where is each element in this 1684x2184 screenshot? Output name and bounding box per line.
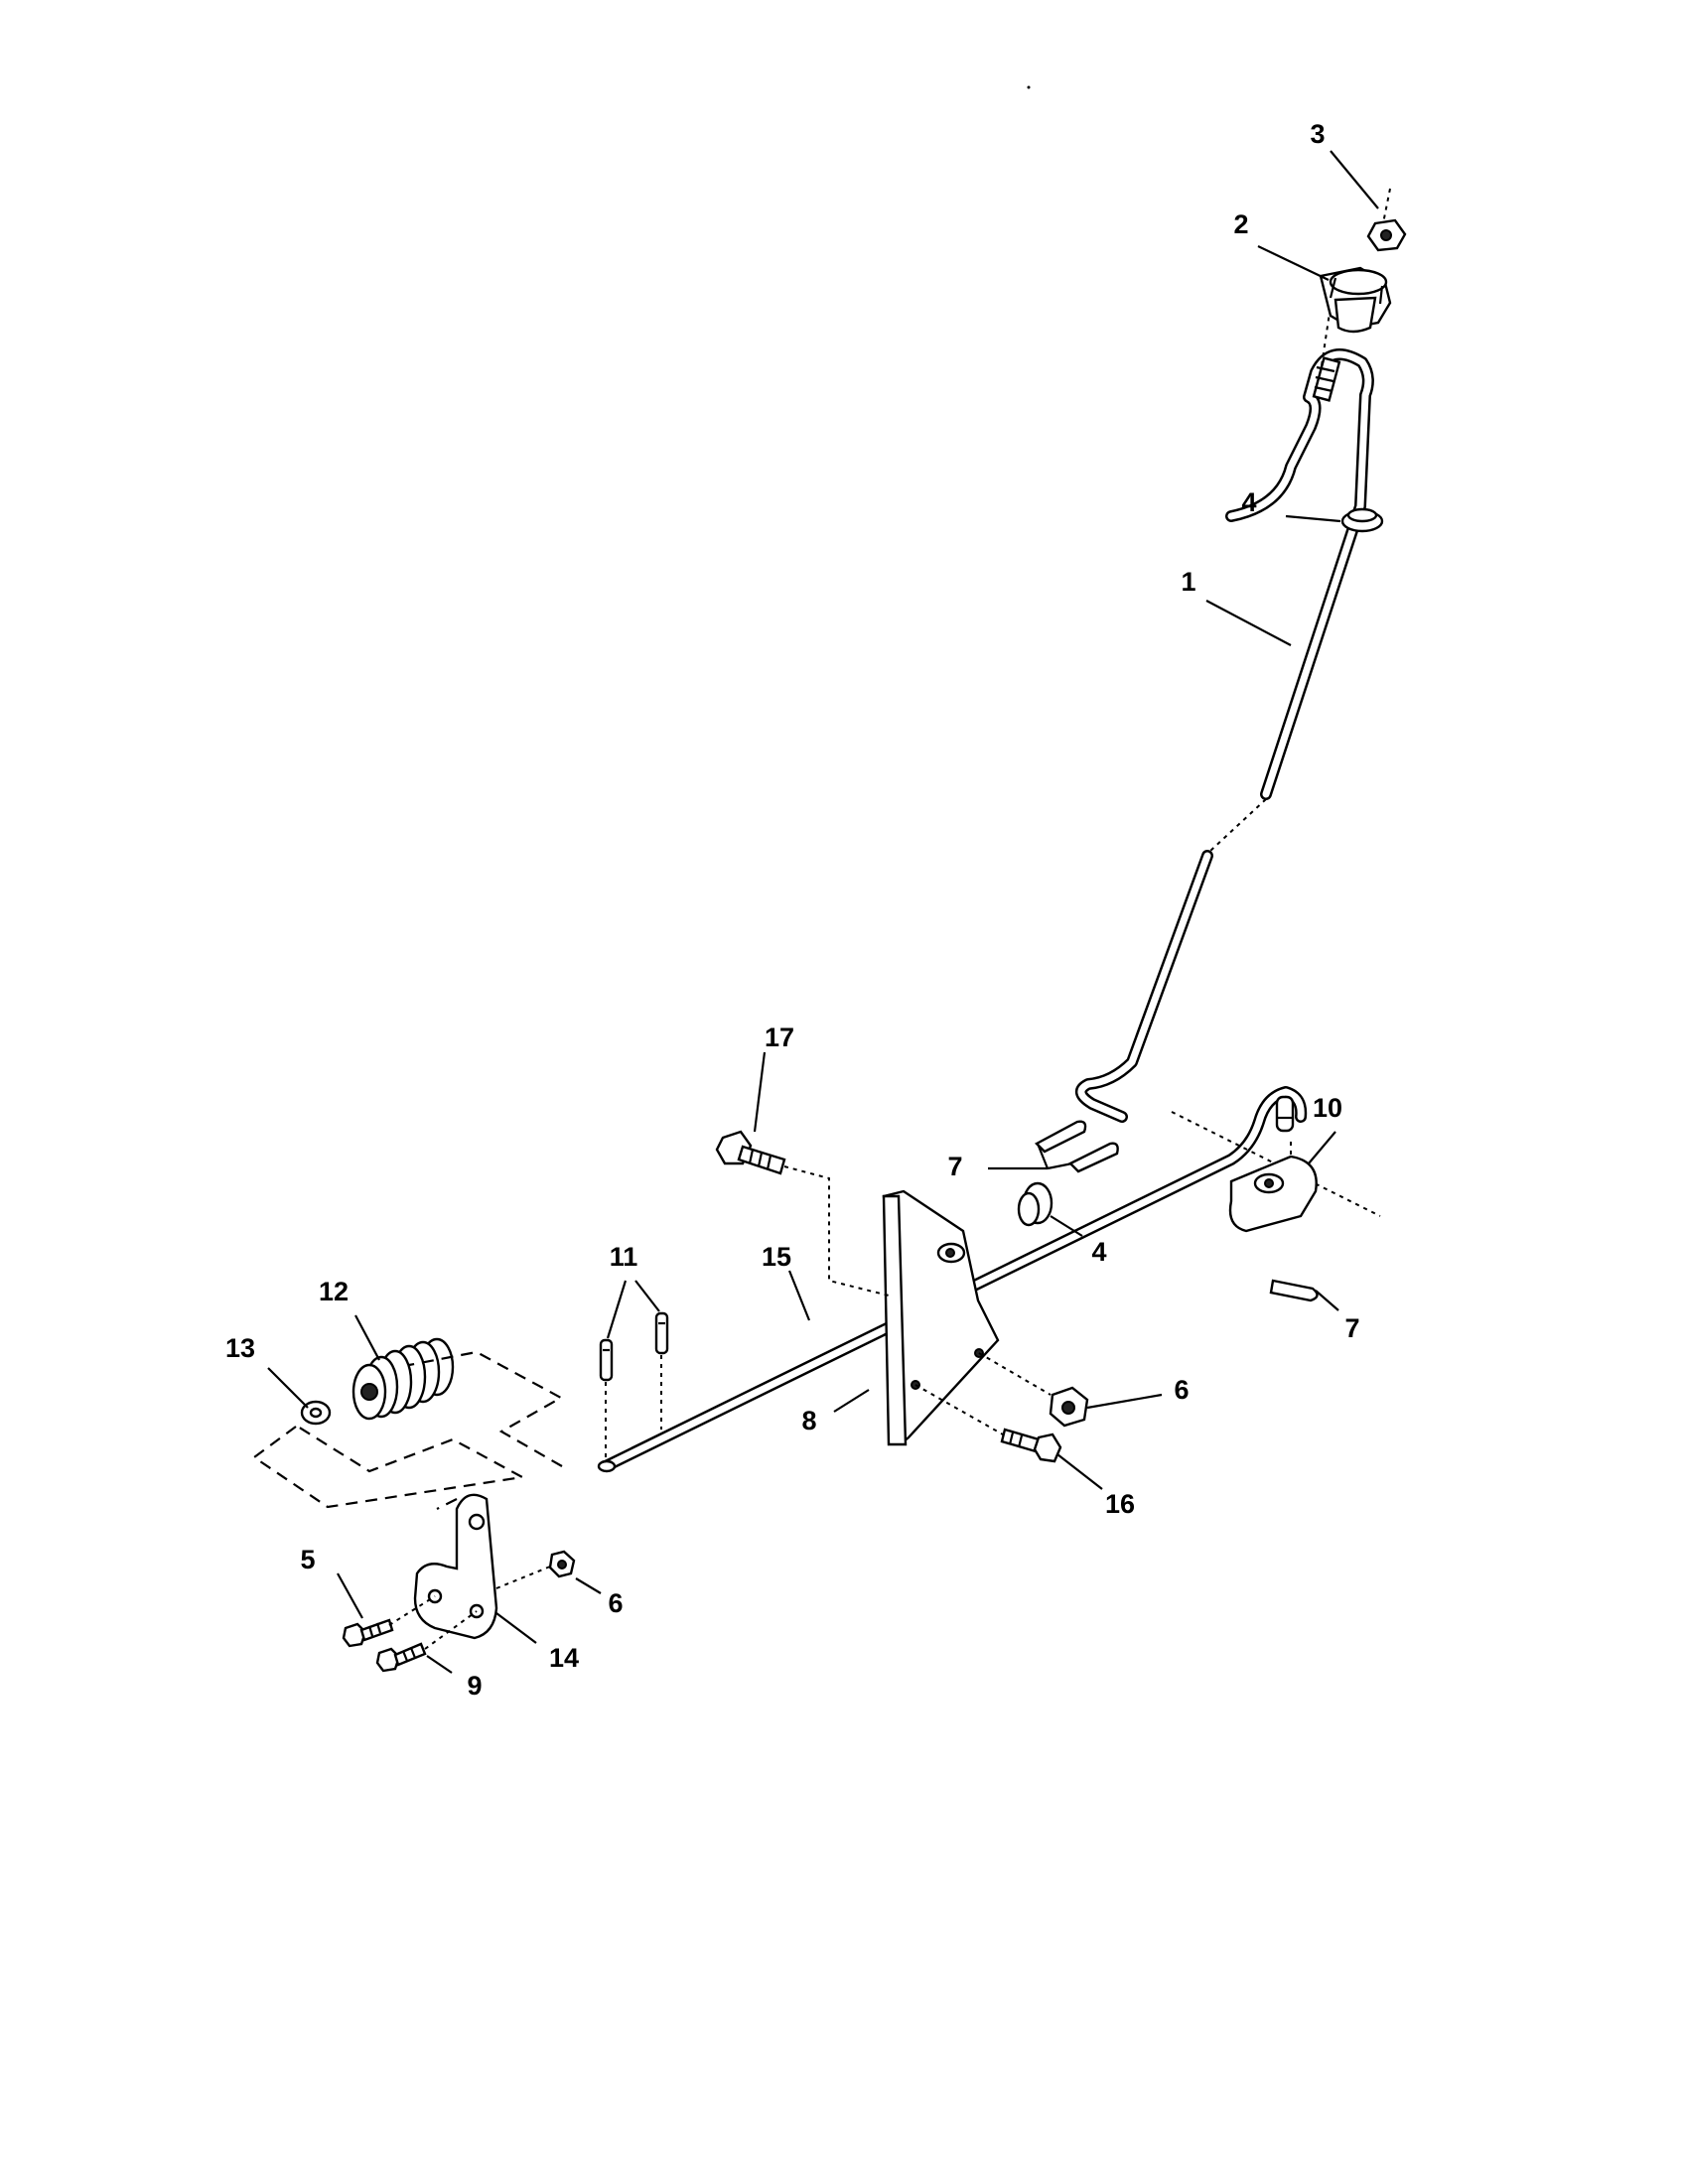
callout-12: 13: [225, 1333, 255, 1363]
callout-15: 15: [762, 1242, 791, 1272]
callout-4-lower: 4: [1091, 1237, 1106, 1267]
bolt5-guide-line: [388, 1595, 436, 1626]
callout-7-upper: 7: [947, 1152, 962, 1181]
callout-1: 1: [1181, 567, 1195, 597]
bolt-part-16: [1000, 1428, 1062, 1463]
callout-11: 12: [319, 1277, 349, 1306]
cotter-pin-upper-b: [1067, 1142, 1119, 1173]
plate-part-14: [413, 1493, 498, 1640]
pivot-block-part-8: [1228, 1155, 1318, 1233]
control-rod-upper: [1225, 348, 1374, 800]
shaft-part-15: [597, 1086, 1308, 1473]
nut-part-6-right: [1049, 1386, 1089, 1428]
grommet-upper-part-4: [1340, 507, 1384, 533]
spring-shaft-dash-outline: [408, 1350, 564, 1467]
threaded-rod-end: [1312, 356, 1341, 402]
callout-6-right: 6: [1174, 1375, 1189, 1405]
roll-pin-part-10-a: [599, 1338, 614, 1382]
washer-part-12: [300, 1400, 332, 1426]
bolt16-guide-line: [914, 1384, 1004, 1435]
spring-part-11: [351, 1337, 455, 1421]
callout-5: 5: [300, 1545, 315, 1574]
bolt-part-5: [342, 1618, 394, 1648]
clevis-pin: [1275, 1095, 1295, 1133]
nut-part-6-left: [548, 1550, 576, 1578]
rod-break-line: [1208, 798, 1267, 853]
callout-8: 10: [1313, 1093, 1342, 1123]
cotter-pin-lower: [1269, 1279, 1319, 1302]
bolt13-guide-line: [424, 1610, 478, 1650]
callout-4-upper: 4: [1241, 487, 1256, 517]
stray-dot: [1027, 85, 1031, 89]
bolt-part-17: [715, 1130, 786, 1175]
leader-lines: [267, 150, 1379, 1674]
bolt17-guide-line: [783, 1165, 890, 1297]
callout-16: 16: [1105, 1489, 1135, 1519]
plate-dash-outline: [252, 1426, 526, 1509]
callout-7-lower: 7: [1344, 1313, 1359, 1343]
cotter-pin-upper-a: [1035, 1120, 1087, 1154]
callout-17: 17: [765, 1023, 794, 1052]
callout-2: 2: [1233, 209, 1248, 239]
callout-14: 14: [549, 1643, 579, 1673]
bracket-part-9: [882, 1189, 1000, 1446]
grommet-lower-part-4: [1017, 1181, 1053, 1227]
roll-pin-part-10-b: [654, 1311, 669, 1355]
nut6-left-guide-line: [495, 1566, 551, 1589]
nut6-guide-line: [978, 1352, 1052, 1396]
bolt-part-13: [375, 1642, 427, 1673]
knob-axis-line: [1320, 272, 1336, 373]
plate-link-dash: [436, 1498, 458, 1510]
knob-part-2: [1319, 266, 1392, 334]
nut-part-3: [1366, 218, 1407, 252]
callout-13: 9: [467, 1671, 482, 1701]
callout-10: 11: [610, 1242, 638, 1272]
callout-6-left: 6: [608, 1588, 623, 1618]
callout-3: 3: [1310, 119, 1325, 149]
callout-9: 8: [801, 1406, 816, 1435]
control-rod-lower: [1075, 850, 1213, 1123]
